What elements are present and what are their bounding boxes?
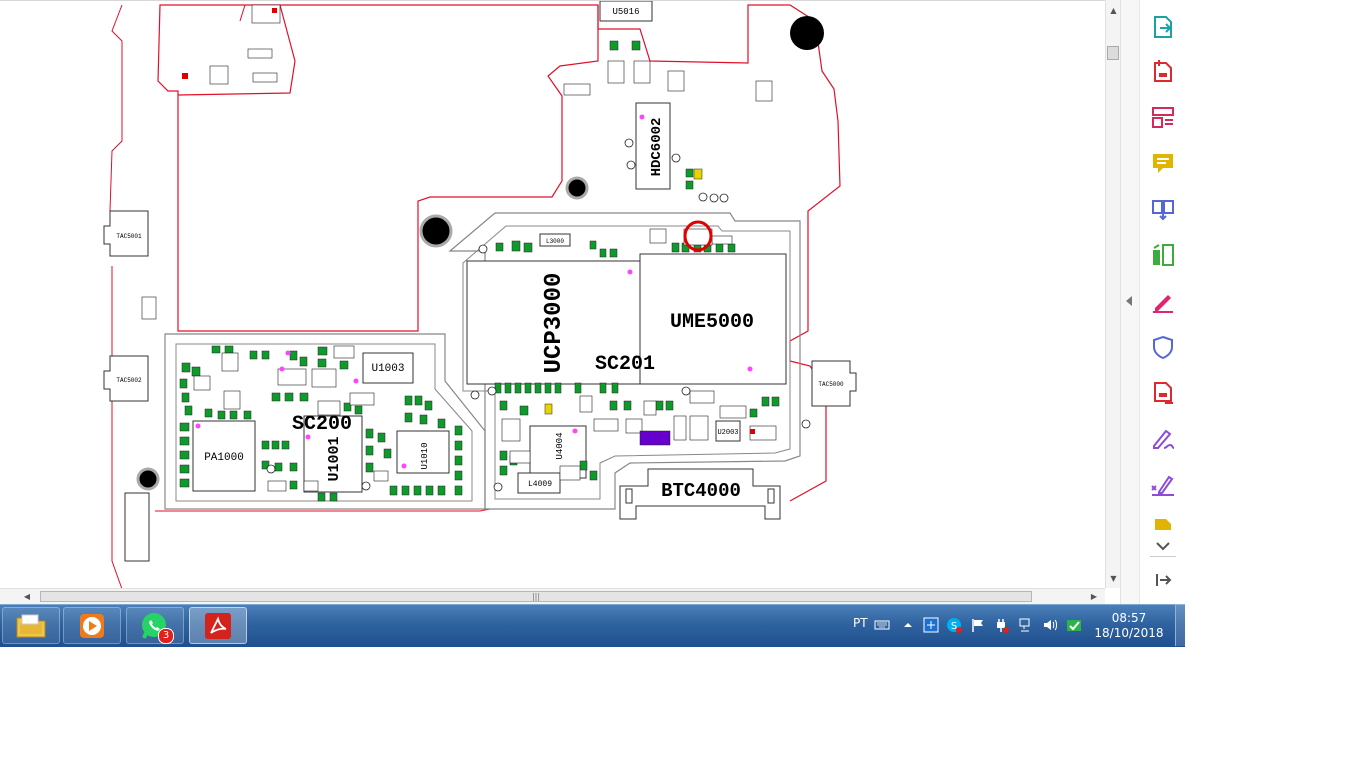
taskbar-media-player-button[interactable]	[63, 607, 121, 644]
fill-sign-icon	[1153, 429, 1175, 449]
label-tac5002: TAC5002	[116, 377, 142, 384]
comment-tool[interactable]	[1148, 148, 1178, 178]
clock-date: 18/10/2018	[1094, 626, 1164, 640]
play-icon	[80, 613, 104, 638]
label-u1003: U1003	[371, 363, 404, 375]
export-pdf-icon	[1154, 16, 1172, 38]
send-for-review-icon	[1154, 382, 1173, 404]
highlight-circle	[683, 220, 713, 252]
scroll-left-arrow-icon[interactable]: ◀	[23, 592, 31, 601]
acrobat-icon	[205, 612, 231, 639]
send-for-review-tool[interactable]	[1148, 378, 1178, 408]
label-u4004: U4004	[555, 432, 565, 459]
collapse-arrow-icon[interactable]	[1126, 296, 1132, 306]
vertical-scroll-thumb[interactable]	[1107, 46, 1119, 60]
action-center-flag-icon[interactable]	[970, 617, 986, 633]
protect-tool[interactable]	[1148, 332, 1178, 362]
security-check-icon[interactable]	[1066, 617, 1082, 633]
label-pa1000: PA1000	[204, 452, 244, 464]
document-viewer: U5016 HDC6002 UCP3000 UME5000 SC201 SC20…	[0, 0, 1185, 604]
label-u2003: U2003	[717, 429, 738, 437]
label-tac5000: TAC5000	[818, 381, 844, 388]
label-l4009: L4009	[528, 480, 552, 489]
label-hdc6002: HDC6002	[649, 118, 665, 177]
fill-sign-tool[interactable]	[1148, 424, 1178, 454]
comment-icon	[1153, 154, 1173, 173]
clock[interactable]: 08:57 18/10/2018	[1086, 611, 1172, 641]
horizontal-scrollbar[interactable]: ◀ ||| ▶	[0, 588, 1105, 604]
edit-pdf-tool[interactable]	[1148, 286, 1178, 316]
more-tools-icon	[1155, 519, 1171, 530]
label-ucp3000: UCP3000	[541, 273, 568, 374]
pcb-schematic: U5016 HDC6002 UCP3000 UME5000 SC201 SC20…	[103, 1, 857, 589]
chevron-down-icon[interactable]	[1155, 538, 1171, 552]
create-pdf-tool[interactable]	[1148, 56, 1178, 86]
tools-divider	[1150, 556, 1176, 557]
pane-splitter[interactable]	[1120, 0, 1139, 604]
keyboard-icon[interactable]	[874, 617, 890, 633]
horizontal-scroll-thumb[interactable]: |||	[40, 591, 1032, 602]
clock-time: 08:57	[1111, 611, 1147, 625]
folder-icon	[16, 614, 46, 637]
compress-pdf-icon	[1153, 244, 1174, 266]
pdf-page-canvas[interactable]: U5016 HDC6002 UCP3000 UME5000 SC201 SC20…	[0, 0, 1105, 589]
show-hidden-icons-icon[interactable]	[900, 617, 916, 633]
label-sc201: SC201	[595, 353, 655, 376]
label-sc200: SC200	[292, 413, 352, 436]
combine-files-tool[interactable]	[1148, 194, 1178, 224]
skype-icon[interactable]: S	[946, 617, 962, 633]
edit-pdf-icon	[1153, 295, 1173, 313]
network-monitor-icon[interactable]	[923, 617, 939, 633]
collapse-pane-icon[interactable]	[1155, 572, 1173, 588]
svg-text:S: S	[951, 621, 957, 632]
export-pdf-tool[interactable]	[1148, 12, 1178, 42]
volume-icon[interactable]	[1042, 617, 1058, 633]
organize-pages-tool[interactable]	[1148, 102, 1178, 132]
windows-taskbar: 3 PT S 08:57	[0, 604, 1185, 647]
compress-pdf-tool[interactable]	[1148, 240, 1178, 270]
taskbar-acrobat-button[interactable]	[189, 607, 247, 644]
taskbar-explorer-button[interactable]	[2, 607, 60, 644]
scroll-up-arrow-icon[interactable]: ▲	[1110, 6, 1117, 15]
language-indicator[interactable]: PT	[853, 616, 868, 630]
certificates-icon	[1151, 475, 1174, 496]
show-desktop-button[interactable]	[1175, 604, 1186, 646]
label-tac5001: TAC5001	[116, 233, 142, 240]
label-l3000: L3000	[546, 238, 564, 245]
organize-pages-icon	[1152, 107, 1174, 128]
network-icon[interactable]	[1018, 617, 1034, 633]
combine-files-icon	[1152, 200, 1174, 221]
create-pdf-icon	[1154, 60, 1172, 82]
power-plug-icon[interactable]	[993, 617, 1009, 633]
protect-icon	[1153, 335, 1173, 360]
scroll-right-arrow-icon[interactable]: ▶	[1090, 592, 1098, 601]
notification-badge: 3	[158, 628, 174, 644]
scroll-down-arrow-icon[interactable]: ▼	[1110, 574, 1117, 583]
label-u5016: U5016	[612, 7, 639, 17]
label-btc4000: BTC4000	[661, 480, 741, 502]
label-ume5000: UME5000	[670, 311, 754, 334]
system-tray: PT S 08:57 18/10/2018	[838, 605, 1185, 647]
certificates-tool[interactable]	[1148, 470, 1178, 500]
label-u1001: U1001	[326, 436, 343, 481]
tools-pane	[1139, 0, 1185, 604]
more-tools-tool[interactable]	[1148, 516, 1178, 530]
vertical-scrollbar[interactable]: ▲ ▼	[1105, 0, 1121, 588]
label-u1010: U1010	[420, 442, 430, 469]
taskbar-whatsapp-button[interactable]: 3	[126, 607, 184, 644]
